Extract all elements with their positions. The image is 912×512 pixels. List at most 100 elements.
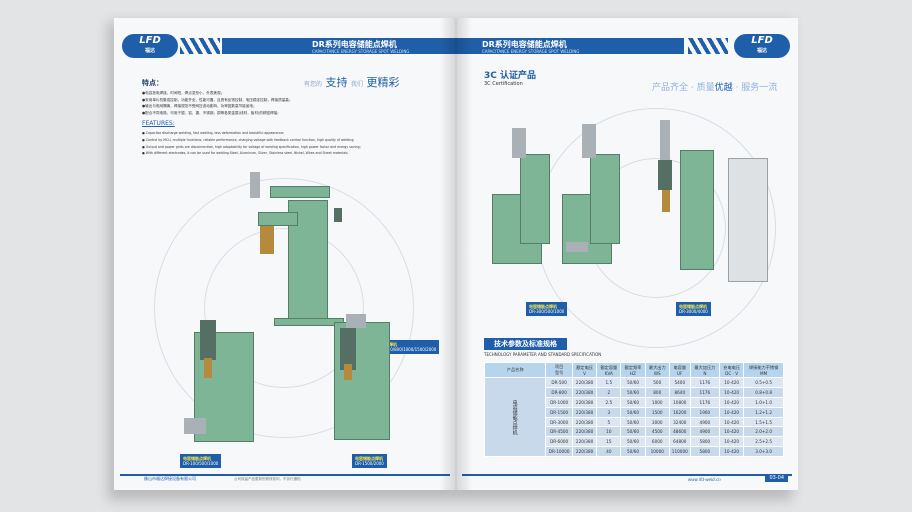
- right-header: DR系列电容储能点焊机 CAPACITANCE ENERGY STORAGE S…: [456, 34, 798, 70]
- table-cell: 0.5+0.5: [743, 377, 784, 388]
- table-cell: 110000: [668, 446, 691, 458]
- table-cell: 220/380: [571, 377, 598, 388]
- table-cell: 3000: [644, 416, 670, 428]
- table-cell: DR-10000: [545, 446, 573, 458]
- header-bar: [222, 38, 456, 54]
- table-cell: 10-420: [719, 446, 745, 458]
- table-cell: 10: [596, 426, 622, 438]
- table-cell: 800: [644, 386, 670, 398]
- table-cell: 10-420: [719, 396, 745, 408]
- table-cell: 15: [596, 436, 622, 448]
- slogan: 有您的 支持 我们 更精彩: [304, 76, 400, 89]
- footer-website: www.lfd-weld.cn: [688, 477, 721, 482]
- table-cell: 5800: [689, 446, 721, 458]
- table-cell: 1.2+1.2: [743, 406, 784, 418]
- table-cell: 16200: [668, 406, 691, 418]
- column-header: 项目型号: [545, 362, 573, 378]
- list-item: ● With different electrodes, it can be u…: [142, 151, 349, 156]
- table-cell: 220/380: [571, 436, 598, 448]
- table-cell: 1176: [689, 386, 721, 398]
- table-cell: 4900: [689, 426, 721, 438]
- table-cell: 1.5+1.5: [743, 416, 784, 428]
- features-en-title: FEATURES:: [142, 120, 175, 127]
- product-name-cell: 电容储能点焊机: [483, 376, 547, 458]
- table-cell: 10000: [644, 446, 670, 458]
- table-cell: 1176: [689, 396, 721, 408]
- decor-circle: [204, 228, 364, 388]
- table-cell: 50/60: [620, 426, 646, 438]
- table-cell: 2.5: [596, 396, 622, 408]
- list-item: ● Capacitor discharge welding, fast weld…: [142, 131, 285, 135]
- table-cell: DR-6000: [545, 436, 573, 448]
- table-cell: 220/380: [571, 396, 598, 408]
- table-cell: 50/60: [620, 446, 646, 458]
- table-cell: DR-500: [545, 377, 573, 388]
- table-cell: 8640: [668, 386, 691, 398]
- table-cell: 10-420: [719, 426, 745, 438]
- table-cell: 3.0+3.0: [743, 446, 784, 458]
- list-item: ●输出与电网隔离，焊接规范不受网压波动影响，功率因数高节能省电；: [142, 104, 257, 109]
- table-cell: DR-1500: [545, 406, 573, 418]
- page-number: 03-04: [765, 474, 788, 482]
- decor-circle: [154, 178, 414, 438]
- table-cell: 64800: [668, 436, 691, 448]
- table-cell: 4900: [689, 416, 721, 428]
- table-cell: 1000: [644, 396, 670, 408]
- table-cell: 10-420: [719, 406, 745, 418]
- table-cell: DR-800: [545, 386, 573, 398]
- table-cell: 50/60: [620, 386, 646, 398]
- header-subtitle: CAPACITANCE ENERGY STORAGE SPOT WELDING: [312, 49, 410, 54]
- features-cn-list: ●电容放电焊接，时间短，焊点变形小，外表美观； ●采用单片机集成控制，功能齐全，…: [142, 90, 292, 116]
- table-cell: 1176: [689, 377, 721, 388]
- table-cell: 500: [644, 377, 670, 388]
- table-cell: 1.0+1.0: [743, 396, 784, 408]
- right-page: DR系列电容储能点焊机 CAPACITANCE ENERGY STORAGE S…: [456, 18, 798, 490]
- list-item: ●配合不同电极，可用于银、铝、镍、不锈钢，铜等各类金属(线材，板材)的精密焊接;: [142, 110, 279, 115]
- table-cell: 1.5: [596, 377, 622, 388]
- table-cell: 220/380: [571, 446, 598, 458]
- header-title: DR系列电容储能点焊机: [482, 40, 567, 49]
- welder-machine-image: [314, 314, 404, 446]
- features-en-list: ● Capacitor discharge welding, fast weld…: [142, 130, 361, 157]
- footer-rule: [120, 474, 450, 482]
- header-subtitle: CAPACITANCE ENERGY STORAGE SPOT WELDING: [482, 49, 580, 54]
- table-cell: 220/380: [571, 406, 598, 418]
- table-cell: 10-420: [719, 386, 745, 398]
- welder-machine-image: [486, 124, 636, 274]
- table-cell: 2: [596, 386, 622, 398]
- table-cell: 2.5+2.5: [743, 436, 784, 448]
- table-cell: 220/380: [571, 386, 598, 398]
- header-bar: [456, 38, 684, 54]
- table-cell: 50/60: [620, 406, 646, 418]
- table-cell: 6000: [644, 436, 670, 448]
- table-cell: 0.8+0.8: [743, 386, 784, 398]
- control-cabinet-image: [728, 158, 768, 282]
- list-item: ● Control by MCU, multiple functions, re…: [142, 137, 355, 142]
- welder-machine-image: [174, 318, 264, 448]
- header-stripes: [180, 38, 220, 54]
- list-item: ●采用单片机集成控制，功能齐全，性能可靠，且具有反馈控制，电压稳定控制，焊接质量…: [142, 97, 293, 102]
- table-cell: 10800: [668, 396, 691, 408]
- table-cell: DR-1000: [545, 396, 573, 408]
- table-cell: 220/380: [571, 426, 598, 438]
- table-cell: 5800: [689, 436, 721, 448]
